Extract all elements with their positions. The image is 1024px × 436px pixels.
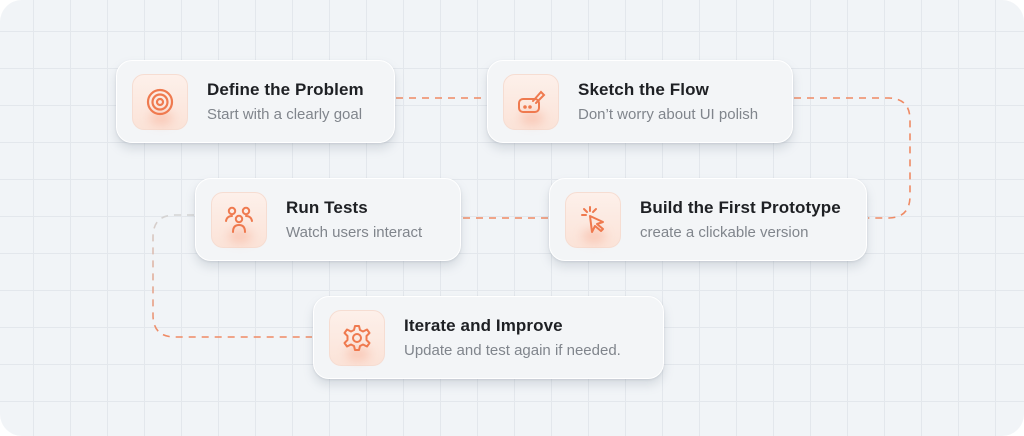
step-subtitle: Watch users interact xyxy=(286,224,423,241)
step-card-build-prototype[interactable]: Build the First Prototype create a clicka… xyxy=(549,178,867,261)
step-title: Define the Problem xyxy=(207,80,364,99)
users-icon xyxy=(211,191,267,248)
step-subtitle: create a clickable version xyxy=(640,224,809,241)
target-icon xyxy=(132,73,188,130)
connector-4-5 xyxy=(152,214,312,338)
step-subtitle: Start with a clearly goal xyxy=(207,106,363,123)
step-subtitle: Don’t worry about UI polish xyxy=(578,106,759,123)
cursor-click-icon xyxy=(565,191,621,248)
step-title: Run Tests xyxy=(286,198,368,217)
sketch-icon xyxy=(503,73,559,130)
gear-icon xyxy=(329,309,385,366)
step-title: Sketch the Flow xyxy=(578,80,709,99)
step-subtitle: Update and test again if needed. xyxy=(404,342,621,359)
step-title: Iterate and Improve xyxy=(404,316,563,335)
step-title: Build the First Prototype xyxy=(640,198,841,217)
